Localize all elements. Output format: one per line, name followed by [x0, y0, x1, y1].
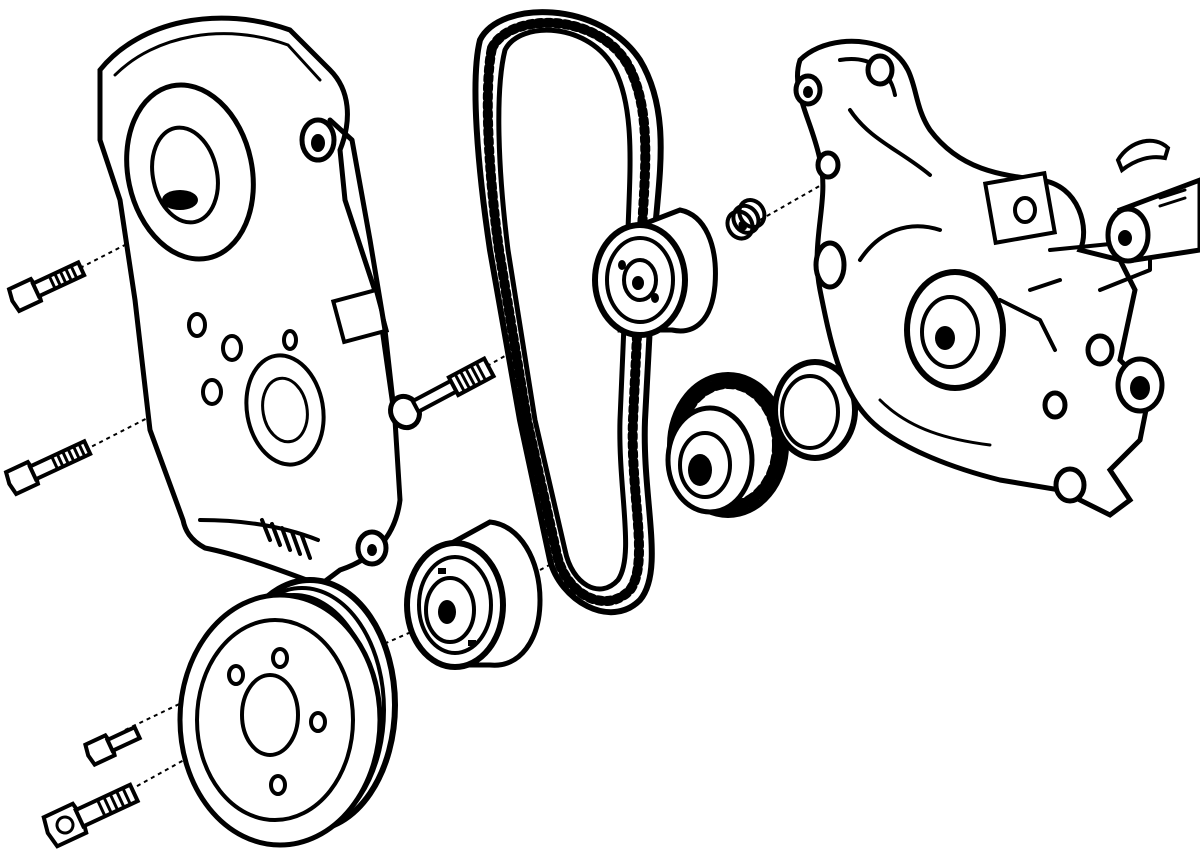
timing-marks [260, 518, 312, 560]
crankshaft-pulley [177, 577, 398, 848]
woodruff-key [1115, 138, 1171, 174]
pulley-bolt [41, 782, 141, 849]
timing-belt [472, 9, 664, 616]
crankshaft-sprocket [665, 372, 789, 518]
tensioner-stud [388, 355, 497, 431]
tensioner-pulley [592, 207, 718, 338]
tensioner-spring [725, 198, 767, 241]
oil-pump-housing [793, 38, 1165, 518]
pulley-bolt [83, 724, 143, 768]
crankshaft-damper [404, 519, 543, 670]
oil-seal [772, 359, 858, 461]
crankshaft-end [1105, 177, 1200, 264]
cover-bolt [6, 259, 87, 314]
cover-bolt [3, 438, 93, 497]
timing-cover [97, 15, 403, 588]
